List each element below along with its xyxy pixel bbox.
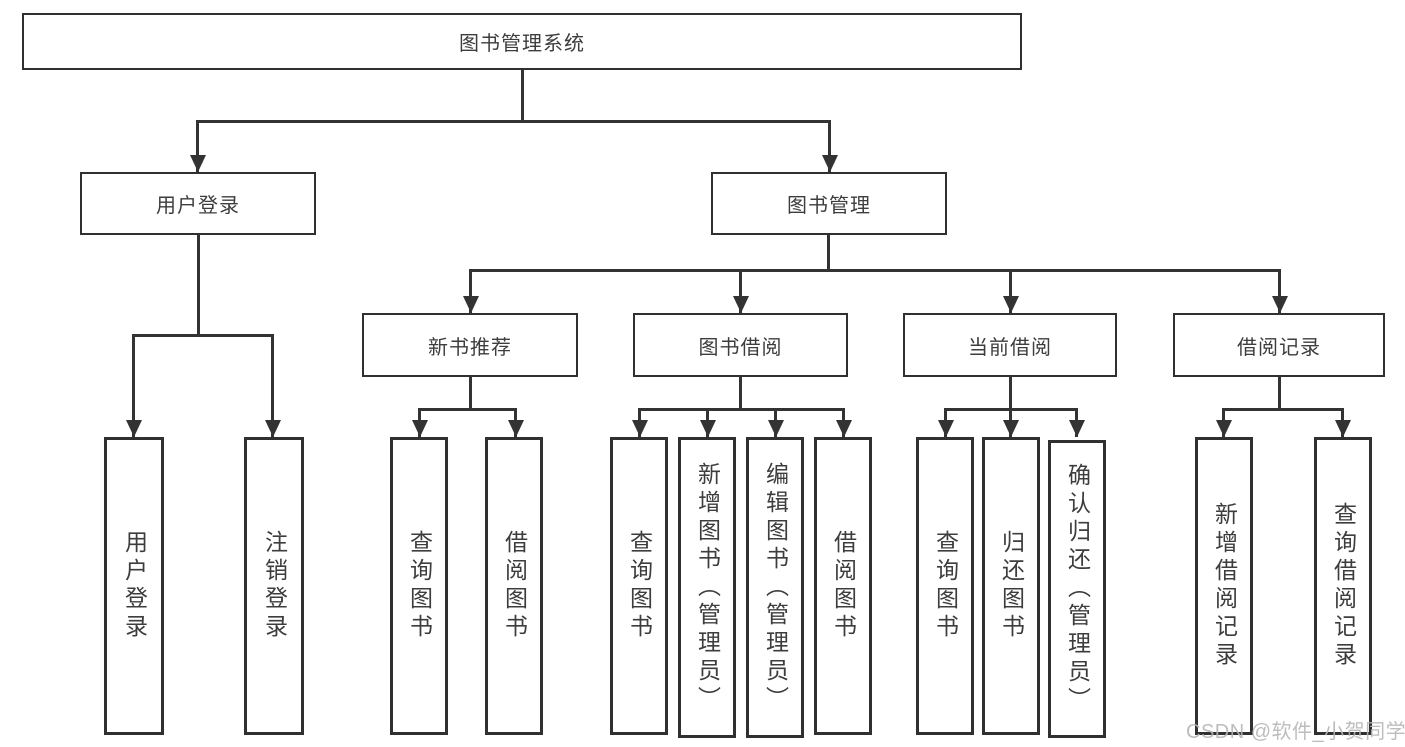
node-leaf-cb-confirm-return: 确认归还（管理员）	[1048, 440, 1106, 738]
leaf-label: 注销登录	[261, 530, 288, 642]
leaf-label: 借阅图书	[830, 530, 857, 642]
connector-line	[196, 120, 831, 123]
connector-arrow	[418, 408, 421, 437]
connector-arrow	[944, 408, 947, 437]
connector-arrow	[774, 408, 777, 437]
node-current-borrow: 当前借阅	[903, 313, 1117, 377]
node-borrow-records: 借阅记录	[1173, 313, 1385, 377]
csdn-watermark: CSDN @软件_小贺同学	[1186, 721, 1405, 743]
connector-line	[469, 377, 472, 410]
node-leaf-nbr-borrow-book: 借阅图书	[485, 437, 543, 735]
leaf-label: 编辑图书（管理员）	[762, 461, 789, 714]
connector-arrow	[271, 334, 274, 437]
connector-line	[827, 235, 830, 271]
node-new-book-rec: 新书推荐	[362, 313, 578, 377]
node-leaf-bb-edit-book: 编辑图书（管理员）	[746, 437, 804, 738]
leaf-label: 用户登录	[121, 530, 148, 642]
connector-line	[1009, 377, 1012, 410]
connector-arrow	[706, 408, 709, 437]
node-leaf-br-query-record: 查询借阅记录	[1314, 437, 1372, 735]
node-leaf-bb-query-book: 查询图书	[610, 437, 668, 735]
connector-line	[197, 235, 200, 336]
node-user-login: 用户登录	[80, 172, 316, 235]
connector-arrow	[1341, 408, 1344, 437]
connector-arrow	[1222, 408, 1225, 437]
connector-line	[1278, 377, 1281, 410]
connector-arrow	[828, 120, 831, 172]
connector-arrow	[638, 408, 641, 437]
node-leaf-logout: 注销登录	[244, 437, 304, 735]
leaf-label: 查询图书	[932, 530, 959, 642]
connector-arrow	[1009, 269, 1012, 313]
node-leaf-br-add-record: 新增借阅记录	[1195, 437, 1253, 735]
node-book-borrow: 图书借阅	[633, 313, 848, 377]
connector-line	[521, 70, 524, 122]
leaf-label: 确认归还（管理员）	[1064, 463, 1091, 715]
connector-arrow	[1009, 408, 1012, 437]
node-leaf-cb-return-book: 归还图书	[982, 437, 1040, 735]
connector-arrow	[842, 408, 845, 437]
node-leaf-nbr-query-book: 查询图书	[390, 437, 448, 735]
connector-arrow	[196, 120, 199, 172]
connector-arrow	[132, 334, 135, 437]
node-leaf-bb-borrow-book: 借阅图书	[814, 437, 872, 735]
leaf-label: 新增图书（管理员）	[694, 461, 721, 714]
connector-line	[132, 334, 273, 337]
node-book-management: 图书管理	[711, 172, 947, 235]
node-leaf-bb-add-book: 新增图书（管理员）	[678, 437, 736, 738]
leaf-label: 借阅图书	[501, 530, 528, 642]
connector-line	[418, 408, 517, 411]
node-root: 图书管理系统	[22, 13, 1022, 70]
leaf-label: 查询图书	[406, 530, 433, 642]
connector-arrow	[1278, 269, 1281, 313]
node-leaf-user-login: 用户登录	[104, 437, 164, 735]
leaf-label: 查询图书	[626, 530, 653, 642]
connector-line	[739, 377, 742, 410]
connector-line	[638, 408, 844, 411]
connector-line	[469, 269, 1281, 272]
connector-line	[1222, 408, 1343, 411]
connector-arrow	[739, 269, 742, 313]
connector-arrow	[1075, 408, 1078, 437]
connector-arrow	[514, 408, 517, 437]
leaf-label: 查询借阅记录	[1330, 502, 1357, 670]
leaf-label: 新增借阅记录	[1211, 502, 1238, 670]
connector-arrow	[469, 269, 472, 313]
leaf-label: 归还图书	[998, 530, 1025, 642]
node-leaf-cb-query-book: 查询图书	[916, 437, 974, 735]
